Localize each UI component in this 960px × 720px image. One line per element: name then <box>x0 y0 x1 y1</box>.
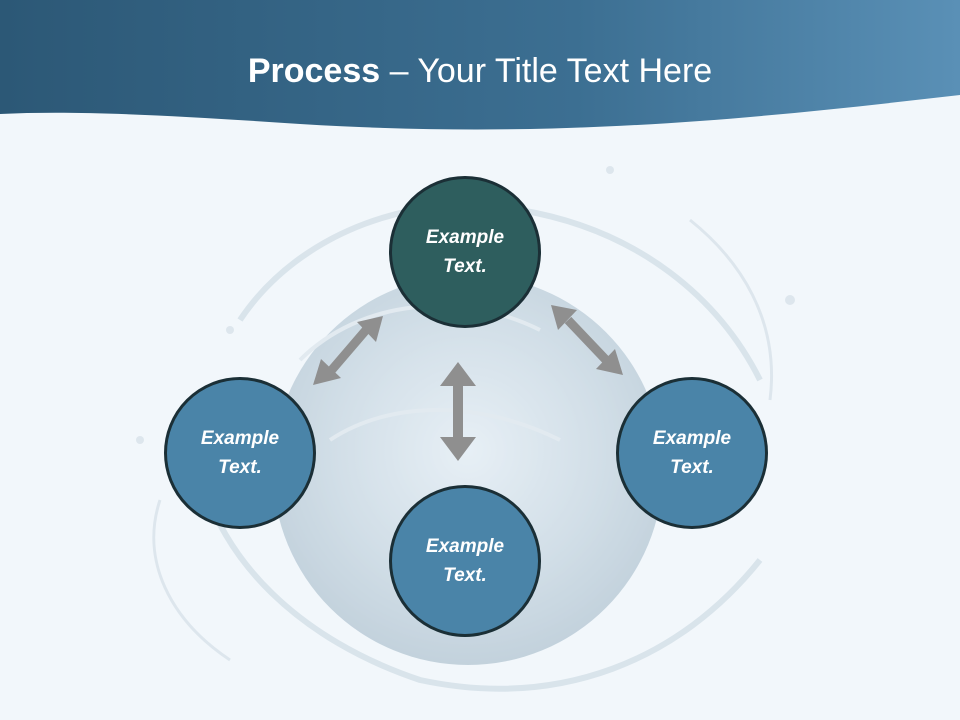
double-arrow-left-icon <box>313 316 383 385</box>
title-bold: Process <box>247 52 381 90</box>
node-left-line1: Example <box>200 428 280 449</box>
node-top-line2: Text. <box>443 256 487 277</box>
node-bottom-line2: Text. <box>443 565 487 586</box>
node-left-line2: Text. <box>218 457 262 478</box>
header-band <box>0 0 960 130</box>
slide-title: Process – Your Title Text Here <box>0 52 960 91</box>
node-right-line1: Example <box>652 428 732 449</box>
node-bottom-line1: Example <box>425 536 505 557</box>
node-top-line1: Example <box>425 227 505 248</box>
double-arrow-right-icon <box>551 305 623 375</box>
globe-splash <box>136 166 795 692</box>
double-arrow-vertical-icon <box>440 362 476 461</box>
title-rest: – Your Title Text Here <box>380 52 713 90</box>
node-right-line2: Text. <box>670 457 714 478</box>
